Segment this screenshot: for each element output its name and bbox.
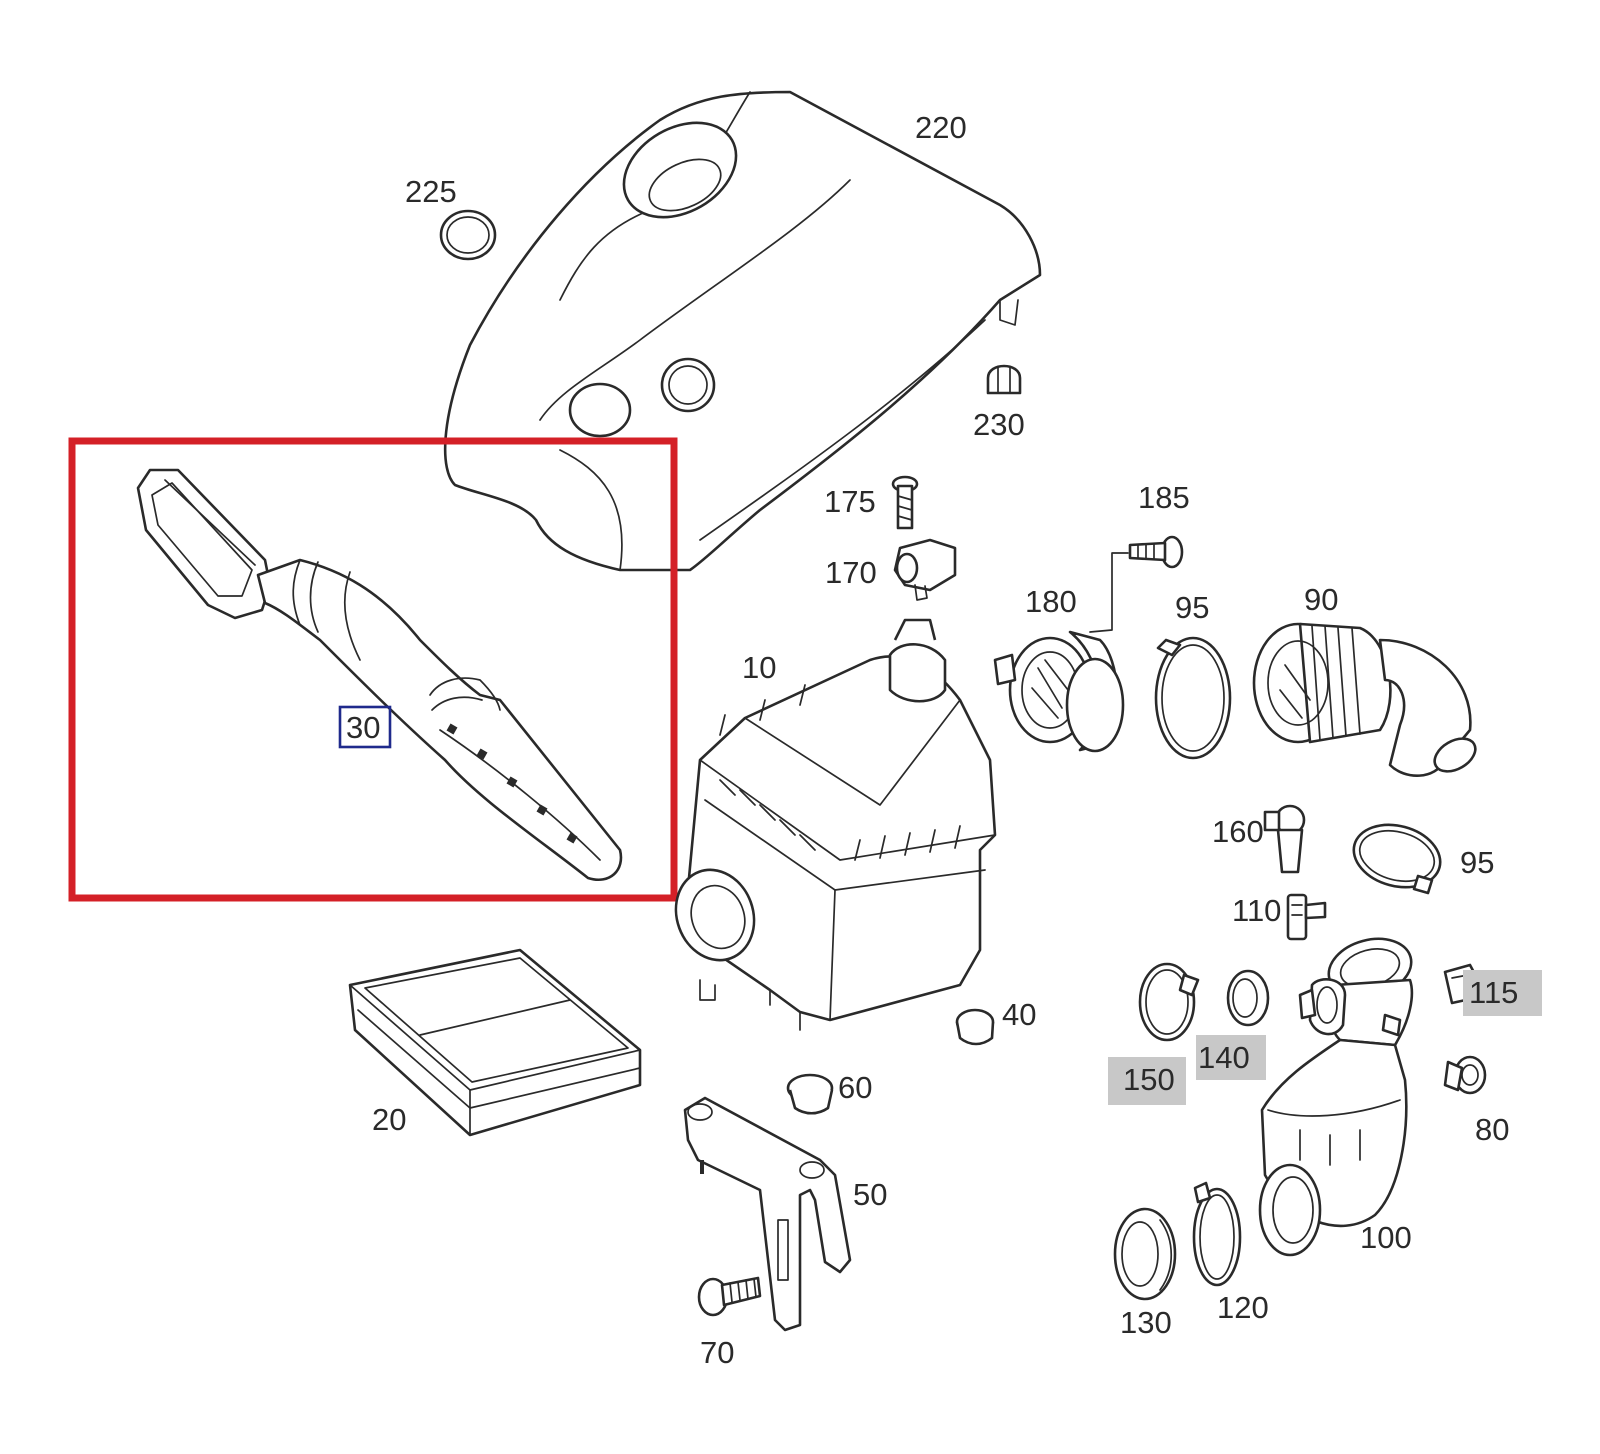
part-30-intake-duct[interactable] <box>136 468 623 881</box>
part-220-engine-cover[interactable] <box>443 90 1042 572</box>
part-140-seal[interactable] <box>1226 969 1270 1027</box>
label-180: 180 <box>1025 584 1077 619</box>
part-95-clamp-lower[interactable] <box>1347 816 1448 897</box>
label-170: 170 <box>825 555 877 590</box>
part-175-screw[interactable] <box>891 475 919 530</box>
label-20: 20 <box>372 1102 406 1137</box>
selected-part-30-box <box>338 705 392 749</box>
label-110: 110 <box>1232 893 1281 928</box>
label-10: 10 <box>742 650 776 685</box>
label-115: 115 <box>1469 975 1518 1010</box>
part-170-sensor[interactable] <box>893 538 957 601</box>
label-95-upper: 95 <box>1175 590 1209 625</box>
label-160: 160 <box>1212 814 1264 849</box>
part-40-grommet[interactable] <box>955 1008 995 1046</box>
leader-185-180 <box>1089 552 1129 633</box>
label-120: 120 <box>1217 1290 1269 1325</box>
label-175: 175 <box>824 484 876 519</box>
label-225: 225 <box>405 174 457 209</box>
callout-150-background <box>1108 1057 1186 1105</box>
part-150-clamp[interactable] <box>1138 962 1200 1042</box>
label-230: 230 <box>973 407 1025 442</box>
part-225-oring[interactable] <box>439 209 497 261</box>
label-60: 60 <box>838 1070 872 1105</box>
label-40: 40 <box>1002 997 1036 1032</box>
label-140: 140 <box>1198 1040 1250 1075</box>
label-50: 50 <box>853 1177 887 1212</box>
callout-140-background <box>1196 1035 1266 1080</box>
part-80-bolt[interactable] <box>1443 1055 1487 1095</box>
label-150: 150 <box>1123 1062 1175 1097</box>
part-90-bellows-hose[interactable] <box>1252 622 1481 778</box>
part-230-nut[interactable] <box>986 364 1022 395</box>
label-30: 30 <box>346 710 380 745</box>
part-10-filter-housing[interactable] <box>664 618 997 1031</box>
part-130-seal[interactable] <box>1113 1207 1177 1301</box>
part-20-filter-element[interactable] <box>348 948 642 1137</box>
part-60-grommet[interactable] <box>786 1073 834 1115</box>
part-50-bracket[interactable] <box>683 1096 852 1332</box>
label-90: 90 <box>1304 582 1338 617</box>
label-220: 220 <box>915 110 967 145</box>
label-80: 80 <box>1475 1112 1509 1147</box>
part-180-maf-housing[interactable] <box>993 630 1125 753</box>
label-70: 70 <box>700 1335 734 1370</box>
part-100-intake-elbow[interactable] <box>1258 930 1418 1257</box>
part-160-fitting[interactable] <box>1263 804 1306 874</box>
label-95-lower: 95 <box>1460 845 1494 880</box>
label-100: 100 <box>1360 1220 1412 1255</box>
part-120-clamp[interactable] <box>1192 1181 1242 1287</box>
callout-115-background <box>1463 970 1542 1016</box>
label-130: 130 <box>1120 1305 1172 1340</box>
highlight-frame <box>68 437 678 902</box>
part-110-connector[interactable] <box>1286 893 1327 941</box>
part-185-screw[interactable] <box>1128 535 1184 569</box>
part-70-bolt[interactable] <box>697 1276 762 1317</box>
label-185: 185 <box>1138 480 1190 515</box>
part-95-clamp-upper[interactable] <box>1154 636 1232 760</box>
